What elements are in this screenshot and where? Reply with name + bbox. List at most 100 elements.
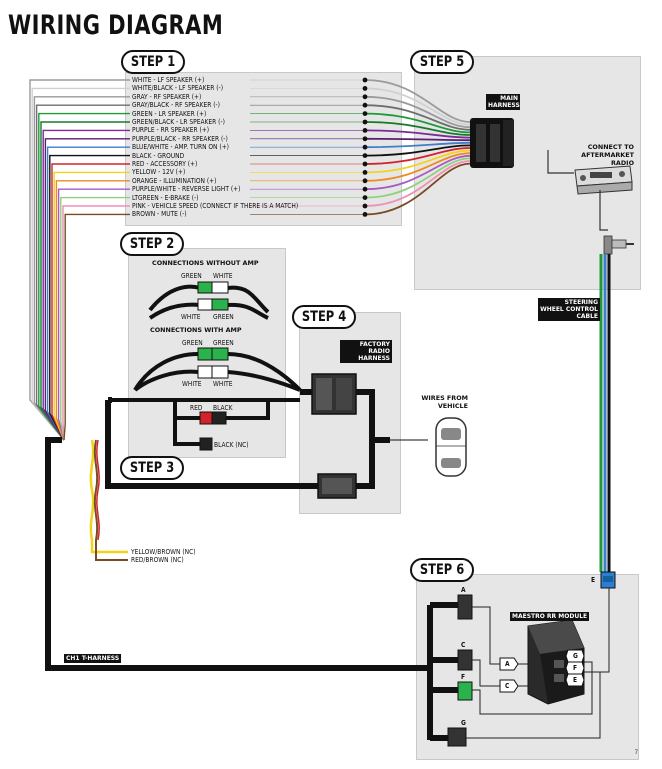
wire-left-15 xyxy=(62,205,130,441)
label-green-top: GREEN xyxy=(181,272,202,280)
wire-right-16 xyxy=(364,162,471,216)
wires-from-vehicle-label: WIRES FROM VEHICLE xyxy=(421,394,468,410)
step1-wire-label: PURPLE/WHITE - REVERSE LIGHT (+) xyxy=(132,185,241,194)
step6-thin-wires xyxy=(466,606,601,739)
wire-right-2 xyxy=(364,95,471,129)
jack-connector-icon xyxy=(603,235,634,255)
main-harness-connector xyxy=(470,118,514,168)
wire-left-10 xyxy=(51,163,130,441)
factory-radio-harness-label: FACTORY RADIO HARNESS xyxy=(340,340,392,363)
wire-dot-8 xyxy=(362,144,368,150)
with-amp-heading: CONNECTIONS WITH AMP xyxy=(150,326,242,334)
tag-c: C xyxy=(505,682,510,690)
port-label-g: G xyxy=(461,719,466,727)
page-title: WIRING DIAGRAM xyxy=(8,10,224,41)
wire-left-13 xyxy=(57,188,130,441)
t-harness-path xyxy=(45,389,430,671)
step2-with-amp-wires xyxy=(110,352,302,446)
nc-label-red-brown: RED/BROWN (NC) xyxy=(131,556,184,564)
label-amp-green-1: GREEN xyxy=(182,339,203,347)
wire-right-4 xyxy=(364,112,471,134)
wire-dot-1 xyxy=(362,86,368,91)
step1-wire-label: BLACK - GROUND xyxy=(132,151,185,160)
port-label-f: F xyxy=(461,673,466,681)
wire-left-16 xyxy=(63,213,130,441)
step1-wire-label: GRAY/BLACK - RF SPEAKER (-) xyxy=(132,101,221,110)
step4-badge: STEP 4 xyxy=(292,305,356,329)
step2-badge: STEP 2 xyxy=(120,232,184,256)
radio-icon xyxy=(574,165,633,195)
step1-wire-label: PURPLE/BLACK - RR SPEAKER (-) xyxy=(132,134,228,143)
t-harness-label: CH1 T-HARNESS xyxy=(64,654,122,663)
step6-harness-branches xyxy=(427,602,460,741)
amp-connectors xyxy=(197,347,229,451)
module-port-g: G xyxy=(573,652,578,660)
step1-panel xyxy=(125,72,402,226)
wire-right-13 xyxy=(364,154,471,191)
without-amp-heading: CONNECTIONS WITHOUT AMP xyxy=(152,259,259,267)
port-label-a: A xyxy=(461,586,466,594)
label-amp-white-1: WHITE xyxy=(182,380,202,388)
wire-dot-11 xyxy=(362,170,368,175)
wire-dot-12 xyxy=(362,178,368,184)
wire-dot-16 xyxy=(362,212,368,217)
wire-left-8 xyxy=(46,146,130,441)
step1-wire-label: ORANGE - ILLUMINATION (+) xyxy=(132,176,217,185)
nc-label-yellow-brown: YELLOW/BROWN (NC) xyxy=(131,548,196,556)
wire-right-14 xyxy=(364,157,471,199)
step1-wire-label: RED - ACCESSORY (+) xyxy=(132,160,198,168)
label-black-nc: BLACK (NC) xyxy=(214,441,249,449)
green-white-connector-top xyxy=(197,281,229,311)
step1-wire-label: WHITE/BLACK - LF SPEAKER (-) xyxy=(132,84,224,93)
wire-fan-left xyxy=(29,79,130,441)
wire-dots xyxy=(362,77,368,217)
label-red: RED xyxy=(190,404,203,412)
label-black: BLACK xyxy=(213,404,233,412)
step1-wire-label: BLUE/WHITE - AMP. TURN ON (+) xyxy=(132,143,229,152)
wire-right-8 xyxy=(364,141,471,149)
module-port-e: E xyxy=(573,676,578,684)
label-white-bottom: WHITE xyxy=(181,313,201,321)
label-amp-white-2: WHITE xyxy=(213,380,233,388)
label-amp-green-2: GREEN xyxy=(213,339,234,347)
wire-right-1 xyxy=(364,87,471,126)
connect-to-radio-label: CONNECT TO AFTERMARKET RADIO xyxy=(581,143,634,167)
wire-right-7 xyxy=(364,137,471,142)
e-connector-label: E xyxy=(591,576,596,584)
wire-fan-right xyxy=(250,79,471,216)
tag-a: A xyxy=(505,660,510,668)
wire-right-11 xyxy=(364,149,471,174)
factory-radio-connectors xyxy=(311,373,357,499)
wire-dot-4 xyxy=(362,111,368,116)
wire-left-14 xyxy=(60,196,130,441)
step1-wire-label: WHITE - LF SPEAKER (+) xyxy=(132,76,205,84)
wire-dot-13 xyxy=(362,186,368,192)
step5-badge: STEP 5 xyxy=(410,50,474,74)
maestro-module-label: MAESTRO RR MODULE xyxy=(510,612,590,621)
step1-wire-label: BROWN - MUTE (-) xyxy=(132,210,187,219)
step6-port-connectors xyxy=(447,594,473,747)
wire-right-10 xyxy=(364,147,471,165)
step1-wire-label: GREEN - LR SPEAKER (+) xyxy=(132,109,207,118)
main-harness-label: MAIN HARNESS xyxy=(486,94,520,110)
step1-wire-label: GRAY - RF SPEAKER (+) xyxy=(132,92,202,101)
wire-dot-15 xyxy=(362,203,368,209)
step1-wire-label: PINK - VEHICLE SPEED (CONNECT IF THERE I… xyxy=(132,202,299,210)
wire-right-0 xyxy=(364,79,471,123)
port-tag-shapes xyxy=(499,649,585,693)
steering-cable-label: STEERING WHEEL CONTROL CABLE xyxy=(538,298,600,321)
wire-left-1 xyxy=(31,87,130,441)
step1-wire-label: GREEN/BLACK - LR SPEAKER (-) xyxy=(132,118,225,126)
page-number: 7 xyxy=(634,750,638,756)
nc-twisted-wires xyxy=(89,439,128,561)
car-icon xyxy=(435,417,467,477)
step1-wire-label: PURPLE - RR SPEAKER (+) xyxy=(132,126,210,135)
step3-badge: STEP 3 xyxy=(120,456,184,480)
step1-wire-label: YELLOW - 12V (+) xyxy=(132,168,186,177)
step6-badge: STEP 6 xyxy=(410,558,474,582)
wire-right-15 xyxy=(364,160,471,207)
step1-badge: STEP 1 xyxy=(121,50,185,74)
step2-without-amp-wires xyxy=(148,284,270,320)
port-label-c: C xyxy=(461,641,466,649)
